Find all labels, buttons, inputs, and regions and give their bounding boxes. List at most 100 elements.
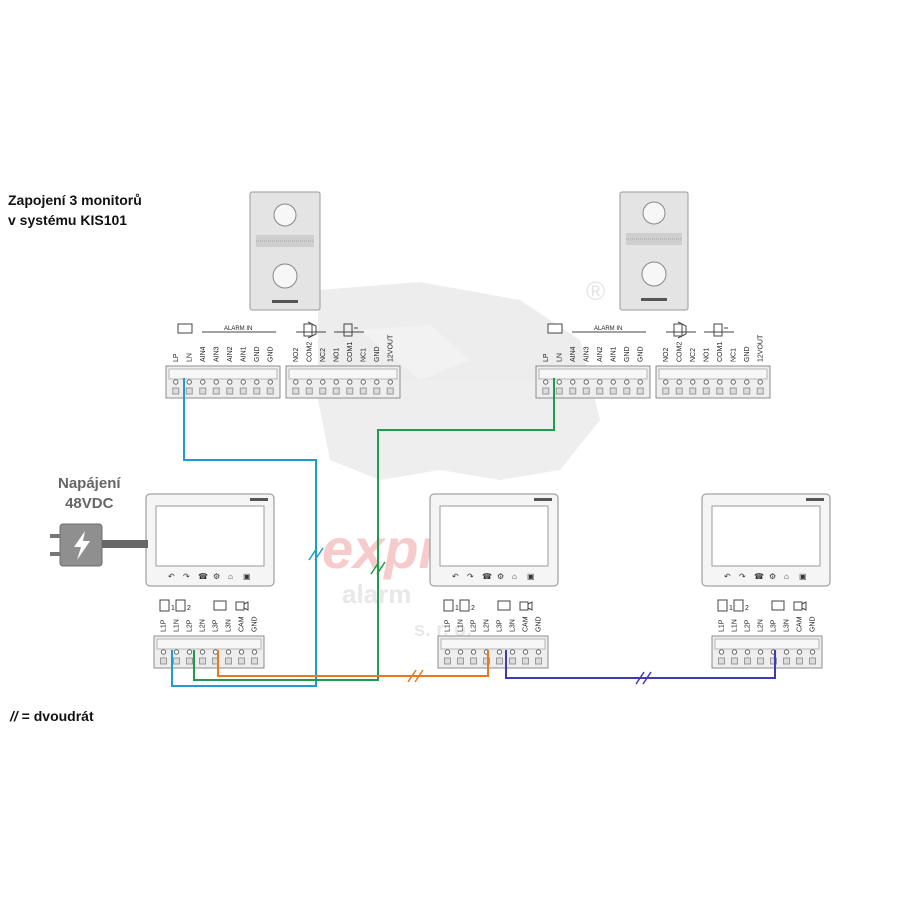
terminal-screw — [306, 379, 312, 385]
terminal-screw — [583, 379, 589, 385]
terminal-label: NO2 — [663, 348, 670, 363]
monitor-icon — [497, 600, 511, 611]
terminal-label: NO2 — [293, 348, 300, 363]
twowire-mark-blue — [308, 547, 324, 561]
terminal-label: AIN1 — [610, 346, 617, 362]
terminal-slot — [253, 387, 261, 395]
terminal-screw — [173, 379, 179, 385]
terminal-label: CAM — [239, 616, 246, 632]
terminal-slot — [319, 387, 327, 395]
terminal-label: AIN4 — [570, 346, 577, 362]
terminal-label: GND — [744, 346, 751, 362]
camera-lens-icon — [273, 203, 297, 227]
terminal-screw — [744, 379, 750, 385]
monitor-button-icon: ↷ — [467, 572, 474, 581]
terminal-slot — [346, 387, 354, 395]
terminal-label: AIN4 — [200, 346, 207, 362]
terminal-screw — [444, 649, 451, 655]
terminal-screw — [757, 649, 764, 655]
monitor-button-icon: ↶ — [452, 572, 459, 581]
terminal-screw — [796, 649, 803, 655]
terminal-top-strip — [714, 638, 820, 650]
bell-icon — [717, 599, 728, 612]
terminal-slot — [225, 657, 232, 665]
wire-green — [193, 378, 555, 681]
terminal-screw — [690, 379, 696, 385]
terminal-slot — [716, 387, 724, 395]
legend-text: = dvoudrát — [21, 708, 94, 724]
title-line-1: Zapojení 3 monitorů — [8, 192, 142, 208]
terminal-label: GND — [536, 616, 543, 632]
terminal-slot — [809, 657, 816, 665]
terminal-label: L2P — [745, 619, 752, 632]
terminal-screw — [225, 649, 232, 655]
terminal-label: AIN2 — [597, 346, 604, 362]
terminal-label: AIN1 — [240, 346, 247, 362]
terminal-label: NO1 — [703, 348, 710, 363]
terminal-label: L2N — [484, 619, 491, 632]
wire-orange — [217, 650, 489, 677]
watermark-reg-mark: ® — [586, 276, 605, 306]
monitor-button-icon: ⚙ — [213, 572, 220, 581]
terminal-slot — [509, 657, 516, 665]
monitor-icon — [547, 323, 563, 334]
monitor-button-icon: ↶ — [724, 572, 731, 581]
bell-icon — [459, 599, 470, 612]
terminal-label: 12VOUT — [387, 334, 394, 362]
terminal-label: COM1 — [347, 342, 354, 362]
terminal-top-strip — [156, 638, 262, 650]
terminal-slot — [444, 657, 451, 665]
bell-icon — [733, 599, 744, 612]
terminal-label: NC2 — [320, 348, 327, 362]
door-station-1 — [249, 191, 321, 311]
terminal-label: L1N — [732, 619, 739, 632]
monitor-button-icon: ▣ — [799, 572, 807, 581]
title-line-2: v systému KIS101 — [8, 212, 128, 228]
terminal-screw — [173, 649, 180, 655]
door-exit-icon — [713, 323, 728, 337]
monitor-button-icon: ↶ — [168, 572, 175, 581]
terminal-label: L3N — [510, 619, 517, 632]
terminal-slot — [770, 657, 777, 665]
terminal-screw — [238, 649, 245, 655]
terminal-slot — [457, 657, 464, 665]
terminal-label: COM2 — [676, 342, 683, 362]
terminal-screw — [509, 649, 516, 655]
terminal-slot — [251, 657, 258, 665]
terminal-slot — [796, 657, 803, 665]
door-lock-icon — [303, 321, 317, 339]
terminal-label: COM1 — [717, 342, 724, 362]
terminal-slot — [689, 387, 697, 395]
monitor-icon — [213, 600, 227, 611]
terminal-label: LP — [173, 353, 180, 362]
terminal-screw — [570, 379, 576, 385]
terminal-label: CAM — [797, 616, 804, 632]
terminal-slot — [731, 657, 738, 665]
terminal-screw — [624, 379, 630, 385]
monitor-icon — [177, 323, 193, 334]
terminal-label: 12VOUT — [757, 334, 764, 362]
terminal-screw — [496, 649, 503, 655]
terminal-screw — [374, 379, 380, 385]
terminal-slot — [744, 657, 751, 665]
port-number: 1 — [171, 605, 175, 612]
terminal-screw — [200, 379, 206, 385]
terminal-slot — [386, 387, 394, 395]
terminal-label: LN — [186, 353, 193, 362]
terminal-screw — [543, 379, 549, 385]
terminal-slot — [266, 387, 274, 395]
port-number: 1 — [455, 605, 459, 612]
terminal-screw — [457, 649, 464, 655]
terminal-label: NC1 — [730, 348, 737, 362]
terminal-screw — [199, 649, 206, 655]
terminal-label: L3N — [784, 619, 791, 632]
terminal-label: L2N — [200, 619, 207, 632]
terminal-screw — [522, 649, 529, 655]
monitor-button-icon: ☎ — [754, 572, 764, 581]
terminal-screw — [320, 379, 326, 385]
camera-lens-icon — [642, 201, 666, 225]
monitor-button-icon: ↷ — [739, 572, 746, 581]
terminal-slot — [636, 387, 644, 395]
terminal-label: COM2 — [306, 342, 313, 362]
